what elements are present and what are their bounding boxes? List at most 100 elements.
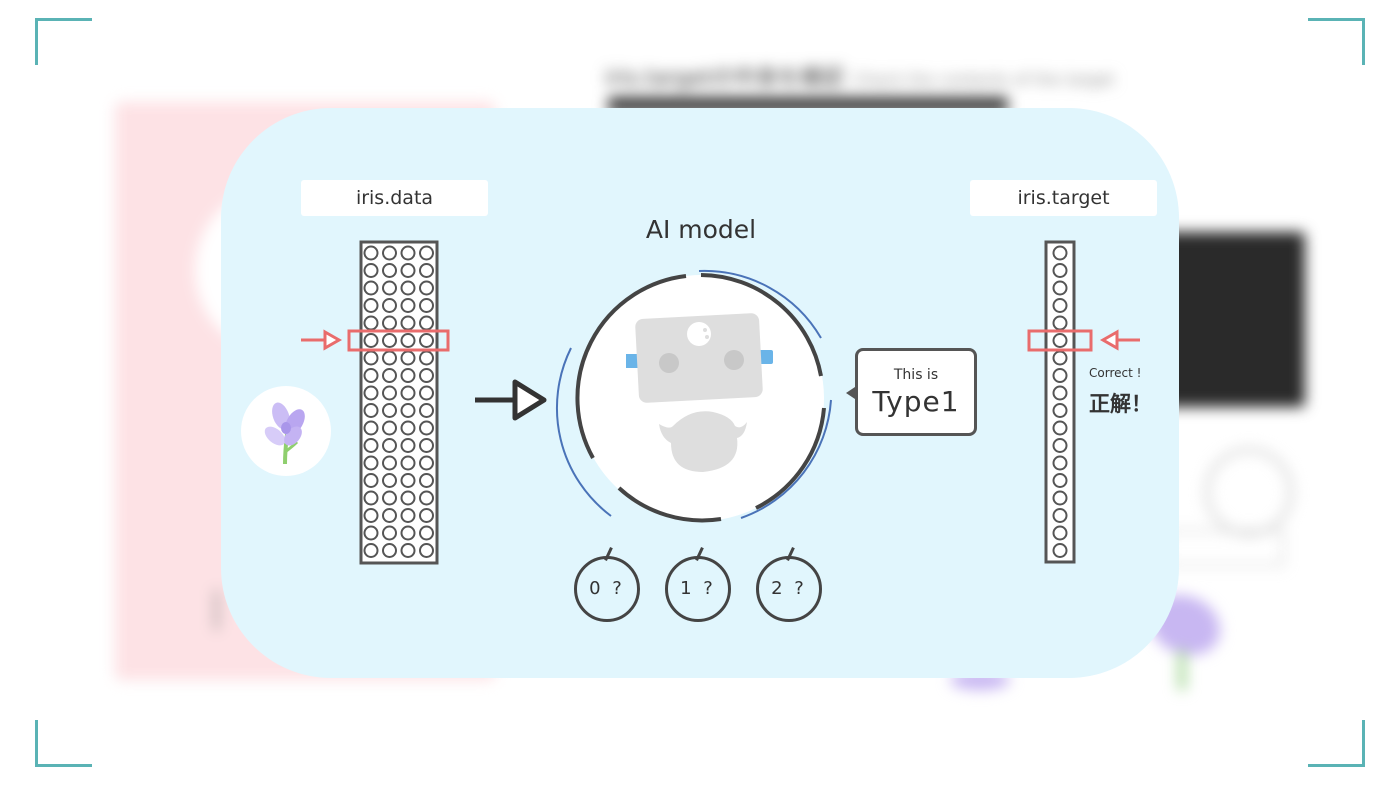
iris-flower-icon	[264, 402, 305, 465]
data-cell	[363, 368, 379, 383]
data-cell	[419, 420, 434, 436]
target-cell	[1052, 525, 1068, 541]
data-cell	[419, 543, 434, 558]
target-pointer-arrow	[1099, 329, 1140, 351]
data-cell	[363, 420, 379, 436]
data-cell	[400, 350, 416, 366]
data-cell	[382, 368, 397, 383]
data-cell	[419, 525, 434, 541]
target-cell	[1052, 245, 1068, 261]
data-cell	[400, 263, 416, 278]
data-cell	[382, 420, 397, 436]
frame-corner-top-left	[35, 18, 92, 65]
iris-target-column	[1044, 240, 1076, 564]
data-cell	[363, 525, 379, 541]
data-cell	[382, 403, 397, 418]
prediction-bubble: This is Type1	[846, 348, 977, 436]
data-cell	[382, 473, 397, 488]
data-cell	[419, 455, 434, 471]
target-cell	[1052, 280, 1068, 296]
data-cell	[382, 490, 397, 506]
data-cell	[400, 298, 416, 313]
flow-arrow	[475, 379, 547, 421]
data-cell	[419, 263, 434, 278]
target-cell	[1052, 490, 1068, 506]
data-cell	[400, 525, 416, 541]
target-cell	[1052, 473, 1068, 488]
ai-robot	[555, 269, 832, 523]
data-cell	[419, 403, 434, 418]
data-cell	[419, 385, 434, 401]
data-cell	[400, 420, 416, 436]
target-cell	[1052, 298, 1068, 313]
bg-flower-stem	[1178, 650, 1186, 690]
data-cell	[419, 473, 434, 488]
data-cell	[400, 543, 416, 558]
data-cell	[400, 403, 416, 418]
bubble-tail	[846, 385, 858, 401]
data-cell	[400, 508, 416, 523]
target-cell	[1052, 333, 1068, 348]
data-cell	[382, 455, 397, 471]
data-cell	[363, 245, 379, 261]
frame-corner-bottom-right	[1308, 720, 1365, 767]
data-cell	[419, 438, 434, 453]
data-row-highlight	[347, 329, 450, 352]
iris-data-label: iris.data	[301, 180, 488, 216]
data-cell	[419, 245, 434, 261]
target-cell	[1052, 350, 1068, 366]
data-cell	[382, 333, 397, 348]
data-cell	[419, 315, 434, 331]
bg-box	[1165, 530, 1284, 566]
diagram-panel: iris.data iris.target AI model	[221, 108, 1179, 678]
target-cell	[1052, 455, 1068, 471]
data-cell	[363, 298, 379, 313]
data-cell	[382, 315, 397, 331]
data-cell	[419, 368, 434, 383]
data-cell	[363, 350, 379, 366]
data-cell	[400, 455, 416, 471]
target-cell	[1052, 368, 1068, 383]
data-cell	[400, 368, 416, 383]
data-cell	[363, 403, 379, 418]
target-cell	[1052, 543, 1068, 558]
data-cell	[382, 245, 397, 261]
data-cell	[363, 315, 379, 331]
data-cell	[400, 245, 416, 261]
data-cell	[363, 508, 379, 523]
choice-0: 0 ?	[574, 547, 640, 622]
data-cell	[400, 385, 416, 401]
data-cell	[400, 280, 416, 296]
iris-flower-badge	[241, 386, 331, 476]
data-cell	[400, 473, 416, 488]
data-cell	[382, 438, 397, 453]
verdict-ja: 正解！	[1089, 392, 1152, 416]
choice-2: 2 ?	[756, 547, 822, 622]
choice-0-label: 0 ?	[589, 578, 625, 599]
data-cell	[400, 333, 416, 348]
data-cell	[363, 385, 379, 401]
brain-icon	[687, 322, 711, 346]
data-cell	[363, 490, 379, 506]
data-cell	[363, 438, 379, 453]
data-cell	[382, 385, 397, 401]
prediction-prefix: This is	[893, 367, 939, 383]
choice-1-label: 1 ?	[680, 578, 716, 599]
data-cell	[363, 473, 379, 488]
prediction-value: Type1	[872, 385, 960, 418]
data-cell	[382, 298, 397, 313]
data-cell	[363, 263, 379, 278]
iris-data-matrix	[359, 240, 439, 565]
target-cell	[1052, 420, 1068, 436]
choice-1: 1 ?	[665, 547, 731, 622]
target-cell	[1052, 385, 1068, 401]
diagram-graphics	[301, 240, 1140, 565]
data-cell	[419, 280, 434, 296]
target-cell	[1052, 315, 1068, 331]
iris-target-label: iris.target	[970, 180, 1157, 216]
target-cell	[1052, 403, 1068, 418]
data-cell	[419, 490, 434, 506]
data-pointer-arrow	[301, 329, 343, 351]
data-cell	[419, 298, 434, 313]
